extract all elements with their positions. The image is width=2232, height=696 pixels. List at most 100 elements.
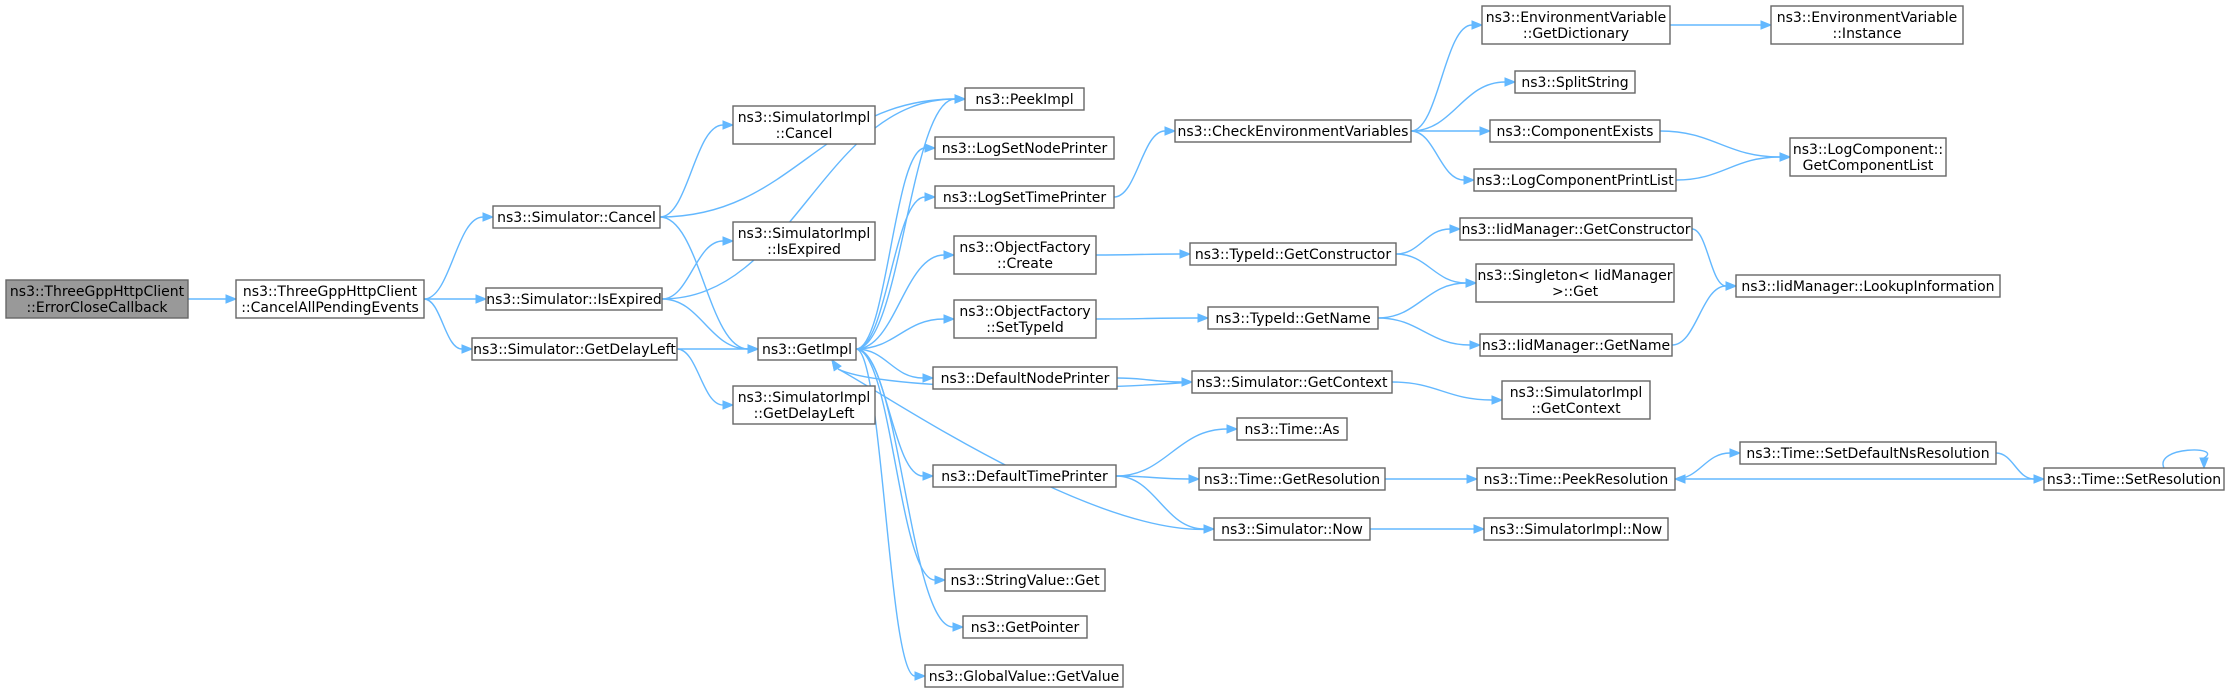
edge-getImpl-to-gvGetValue — [855, 348, 927, 681]
node-box — [953, 299, 1097, 339]
node-simCancel[interactable]: ns3::Simulator::Cancel — [492, 205, 661, 229]
node-box — [924, 664, 1124, 688]
node-box — [1501, 380, 1651, 420]
node-envGetDict[interactable]: ns3::EnvironmentVariable::GetDictionary — [1481, 5, 1671, 45]
edge-checkEnv-to-splitString — [1410, 77, 1517, 132]
edge-path — [1395, 253, 1467, 284]
edge-cancelAll-to-simIsExpired — [424, 294, 488, 304]
node-label: ns3::ThreeGppHttpClient — [243, 284, 418, 300]
node-gvGetValue[interactable]: ns3::GlobalValue::GetValue — [924, 664, 1124, 688]
node-timeGetRes[interactable]: ns3::Time::GetResolution — [1198, 467, 1386, 491]
node-box — [962, 615, 1088, 639]
node-singletonGet[interactable]: ns3::Singleton< IidManager >::Get — [1475, 263, 1675, 303]
node-box — [2043, 467, 2225, 491]
node-label: ::Instance — [1833, 26, 1902, 42]
node-getImpl[interactable]: ns3::GetImpl — [757, 337, 857, 361]
node-strValGet[interactable]: ns3::StringValue::Get — [944, 568, 1106, 592]
node-splitString[interactable]: ns3::SplitString — [1514, 70, 1636, 94]
arrowhead — [1504, 77, 1517, 87]
node-cancelAll[interactable]: ns3::ThreeGppHttpClient::CancelAllPendin… — [235, 279, 425, 319]
node-tidGetName[interactable]: ns3::TypeId::GetName — [1207, 306, 1379, 330]
edge-path — [659, 98, 956, 218]
arrowhead — [1164, 126, 1177, 136]
edge-path — [837, 368, 1215, 531]
edge-compExists-to-logCompGetList — [1659, 130, 1792, 162]
node-root[interactable]: ns3::ThreeGppHttpClient::ErrorCloseCallb… — [5, 279, 189, 319]
node-simGetContext[interactable]: ns3::Simulator::GetContext — [1191, 370, 1393, 394]
edge-envGetDict-to-envInstance — [1670, 20, 1773, 30]
edge-tidGetCtor-to-iidGetCtor — [1395, 224, 1462, 255]
node-defTimePrinter[interactable]: ns3::DefaultTimePrinter — [932, 464, 1117, 488]
node-timeSetRes[interactable]: ns3::Time::SetResolution — [2043, 467, 2225, 491]
node-box — [1475, 263, 1675, 303]
arrowhead — [924, 143, 937, 153]
node-logSetNode[interactable]: ns3::LogSetNodePrinter — [934, 136, 1115, 160]
node-label: ns3::Simulator::Cancel — [497, 210, 656, 226]
node-label: ns3::GetImpl — [762, 342, 852, 358]
node-getPointer[interactable]: ns3::GetPointer — [962, 615, 1088, 639]
node-iidGetName[interactable]: ns3::IidManager::GetName — [1479, 333, 1673, 357]
node-iidLookup[interactable]: ns3::IidManager::LookupInformation — [1735, 274, 2001, 298]
edge-logSetTime-to-checkEnv — [1113, 126, 1177, 198]
node-label: ::GetDictionary — [1523, 26, 1629, 42]
edge-path — [1395, 228, 1451, 255]
node-implCancel[interactable]: ns3::SimulatorImpl::Cancel — [732, 105, 876, 145]
edge-cancelAll-to-simGetDelayLeft — [423, 298, 474, 354]
node-implGetDelayLeft[interactable]: ns3::SimulatorImpl::GetDelayLeft — [732, 385, 876, 425]
node-box — [757, 337, 857, 361]
node-envInstance[interactable]: ns3::EnvironmentVariable::Instance — [1770, 5, 1964, 45]
node-peekImpl[interactable]: ns3::PeekImpl — [964, 87, 1085, 111]
edge-path — [855, 98, 956, 350]
node-timePeekRes[interactable]: ns3::Time::PeekResolution — [1476, 467, 1676, 491]
arrowhead — [1463, 175, 1476, 185]
node-defNodePrinter[interactable]: ns3::DefaultNodePrinter — [932, 366, 1118, 390]
node-simGetDelayLeft[interactable]: ns3::Simulator::GetDelayLeft — [471, 337, 678, 361]
node-label: ::GetContext — [1531, 401, 1621, 417]
arrowhead — [1473, 524, 1486, 534]
node-label: ns3::Time::GetResolution — [1204, 472, 1380, 488]
edge-path — [423, 298, 463, 350]
node-label: ns3::SimulatorImpl::Now — [1490, 522, 1663, 538]
arrowhead — [482, 212, 495, 222]
node-label: ns3::Time::SetResolution — [2047, 472, 2221, 488]
node-iidGetCtor[interactable]: ns3::IidManager::GetConstructor — [1459, 217, 1693, 241]
node-label: ns3::SimulatorImpl — [738, 226, 871, 242]
arrowhead — [1197, 313, 1210, 323]
node-label: ns3::Simulator::GetContext — [1196, 375, 1388, 391]
edge-tidGetName-to-singletonGet — [1377, 278, 1478, 319]
edge-path — [1115, 475, 1190, 480]
node-label: ns3::TypeId::GetConstructor — [1195, 247, 1391, 263]
edge-path — [1691, 228, 1727, 287]
node-label: ns3::Simulator::IsExpired — [486, 292, 662, 308]
node-timeSetDefNs[interactable]: ns3::Time::SetDefaultNsResolution — [1739, 441, 1997, 465]
arrowhead — [922, 373, 935, 383]
node-checkEnv[interactable]: ns3::CheckEnvironmentVariables — [1174, 119, 1412, 143]
node-ofCreate[interactable]: ns3::ObjectFactory::Create — [953, 235, 1097, 275]
node-simIsExpired[interactable]: ns3::Simulator::IsExpired — [485, 287, 663, 311]
arrowhead — [722, 400, 735, 410]
edge-path — [855, 348, 936, 581]
edge-getImpl-to-ofCreate — [855, 250, 956, 350]
node-label: ::Cancel — [776, 126, 833, 142]
node-logCompGetList[interactable]: ns3::LogComponent::GetComponentList — [1789, 137, 1947, 177]
node-timeAs[interactable]: ns3::Time::As — [1236, 417, 1348, 441]
arrowhead — [1466, 474, 1479, 484]
node-box — [471, 337, 678, 361]
node-logSetTime[interactable]: ns3::LogSetTimePrinter — [934, 185, 1115, 209]
node-tidGetCtor[interactable]: ns3::TypeId::GetConstructor — [1189, 242, 1397, 266]
arrowhead — [943, 314, 956, 324]
node-simNow[interactable]: ns3::Simulator::Now — [1213, 517, 1371, 541]
edge-path — [661, 298, 749, 350]
node-implNow[interactable]: ns3::SimulatorImpl::Now — [1483, 517, 1669, 541]
node-ofSetTypeId[interactable]: ns3::ObjectFactory::SetTypeId — [953, 299, 1097, 339]
node-implGetContext[interactable]: ns3::SimulatorImpl::GetContext — [1501, 380, 1651, 420]
node-box — [732, 105, 876, 145]
arrowhead — [922, 471, 935, 481]
edge-getImpl-to-ofSetTypeId — [855, 314, 956, 350]
node-logCompPrintList[interactable]: ns3::LogComponentPrintList — [1473, 168, 1677, 192]
node-compExists[interactable]: ns3::ComponentExists — [1489, 119, 1661, 143]
node-box — [485, 287, 663, 311]
arrowhead — [1449, 224, 1462, 234]
node-label: ns3::Time::PeekResolution — [1484, 472, 1669, 488]
node-implIsExpired[interactable]: ns3::SimulatorImpl::IsExpired — [732, 221, 876, 261]
